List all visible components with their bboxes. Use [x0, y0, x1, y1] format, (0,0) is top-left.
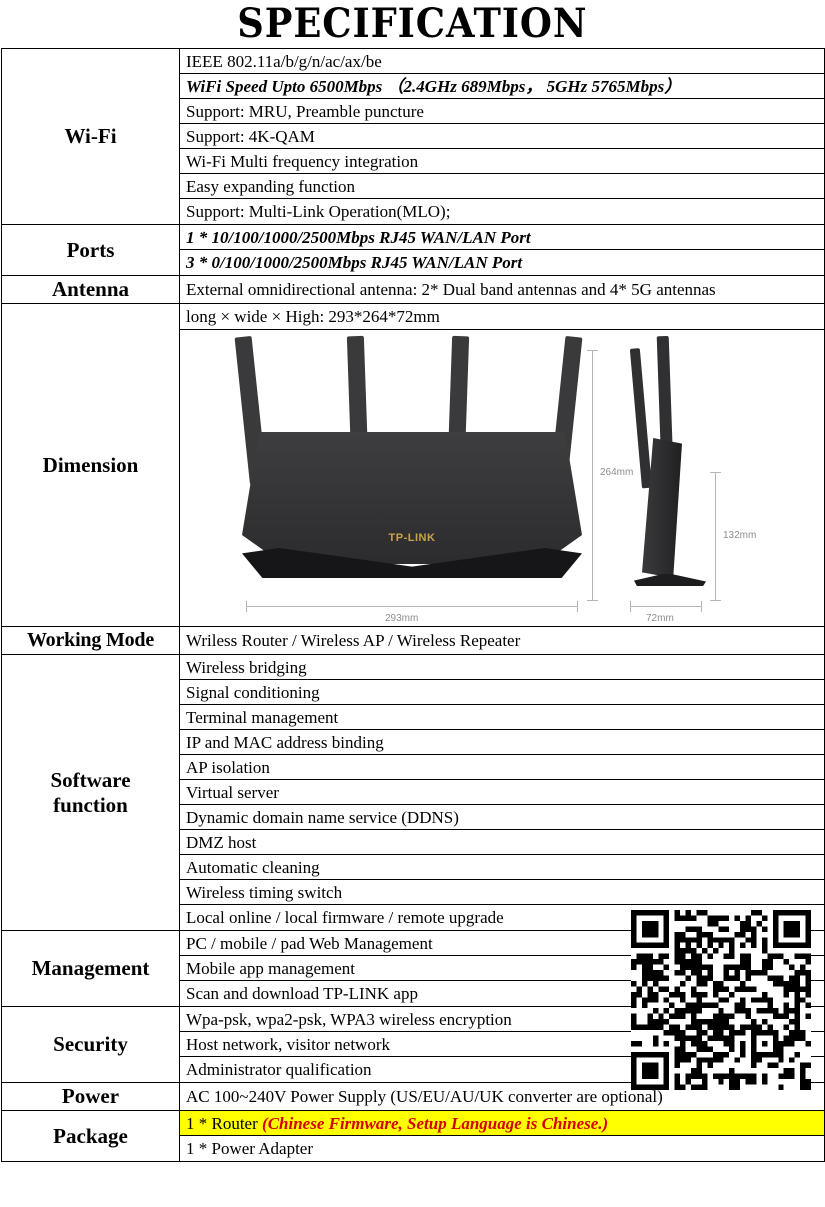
table-row-software-function: Software function Wireless bridging Sign…	[1, 654, 825, 931]
dimension-text: long × wide × High: 293*264*72mm	[180, 304, 824, 330]
list-item: Terminal management	[180, 705, 824, 730]
measure-line-front-width	[246, 606, 578, 607]
list-item: 1 * 10/100/1000/2500Mbps RJ45 WAN/LAN Po…	[180, 225, 824, 250]
qr-code-canvas	[631, 910, 811, 1090]
list-item: Mobile app management	[180, 956, 824, 981]
measure-label-front-width: 293mm	[385, 613, 419, 624]
list-item: AC 100~240V Power Supply (US/EU/AU/UK co…	[186, 1087, 663, 1106]
list-item: Wireless bridging	[180, 655, 824, 680]
measure-line-side-height	[715, 472, 716, 600]
measure-label-side-width: 72mm	[646, 613, 674, 624]
measure-cap	[710, 600, 721, 601]
router-body	[242, 432, 582, 564]
table-row-working-mode: Working Mode Wriless Router / Wireless A…	[1, 626, 825, 655]
list-item: Wriless Router / Wireless AP / Wireless …	[186, 631, 521, 650]
row-label-line1: Software	[50, 768, 131, 793]
row-value-wifi: IEEE 802.11a/b/g/n/ac/ax/be WiFi Speed U…	[179, 48, 825, 225]
table-row-dimension: Dimension long × wide × High: 293*264*72…	[1, 303, 825, 627]
row-label-line2: function	[53, 792, 128, 817]
row-label-ports: Ports	[1, 224, 180, 276]
list-item: External omnidirectional antenna: 2* Dua…	[186, 280, 716, 299]
measure-cap	[577, 601, 578, 612]
row-label-software-function: Software function	[1, 654, 180, 931]
table-row-package: Package 1 * Router (Chinese Firmware, Se…	[1, 1110, 825, 1162]
list-item: Dynamic domain name service (DDNS)	[180, 805, 824, 830]
list-item: Support: MRU, Preamble puncture	[180, 99, 824, 124]
router-stand	[634, 574, 706, 586]
list-item: IP and MAC address binding	[180, 730, 824, 755]
product-dimension-figure: TP-LINK 264mm 293mm	[180, 330, 824, 626]
row-label-working-mode: Working Mode	[1, 626, 180, 655]
row-value-antenna: External omnidirectional antenna: 2* Dua…	[179, 275, 825, 304]
row-value-dimension: long × wide × High: 293*264*72mm	[179, 303, 825, 627]
list-item: Easy expanding function	[180, 174, 824, 199]
table-row-antenna: Antenna External omnidirectional antenna…	[1, 275, 825, 304]
measure-cap	[630, 601, 631, 612]
list-item: Support: Multi-Link Operation(MLO);	[186, 202, 451, 221]
table-row-wifi: Wi-Fi IEEE 802.11a/b/g/n/ac/ax/be WiFi S…	[1, 48, 825, 225]
row-value-ports: 1 * 10/100/1000/2500Mbps RJ45 WAN/LAN Po…	[179, 224, 825, 276]
list-item: Wpa-psk, wpa2-psk, WPA3 wireless encrypt…	[180, 1007, 824, 1032]
package-firmware-note: (Chinese Firmware, Setup Language is Chi…	[262, 1114, 609, 1133]
list-item: Wi-Fi Multi frequency integration	[180, 149, 824, 174]
list-item: PC / mobile / pad Web Management	[180, 931, 824, 956]
table-row-ports: Ports 1 * 10/100/1000/2500Mbps RJ45 WAN/…	[1, 224, 825, 276]
measure-label-front-height: 264mm	[600, 467, 634, 478]
list-item: Support: 4K-QAM	[180, 124, 824, 149]
router-shell	[242, 432, 582, 564]
brand-logo: TP-LINK	[388, 532, 436, 544]
list-item: AP isolation	[180, 755, 824, 780]
list-item-adapter: 1 * Power Adapter	[186, 1139, 314, 1158]
measure-line-front-height	[592, 350, 593, 600]
measure-cap	[587, 600, 598, 601]
list-item: Wireless timing switch	[180, 880, 824, 905]
list-item: Automatic cleaning	[180, 855, 824, 880]
list-item: Administrator qualification	[186, 1060, 372, 1079]
row-value-software-function: Wireless bridging Signal conditioning Te…	[179, 654, 825, 931]
package-router-text: 1 * Router	[186, 1114, 263, 1133]
measure-cap	[246, 601, 247, 612]
page-title: SPECIFICATION	[237, 0, 588, 47]
qr-code[interactable]	[631, 910, 811, 1090]
measure-cap	[710, 472, 721, 473]
list-item-router: 1 * Router (Chinese Firmware, Setup Lang…	[180, 1111, 824, 1136]
page-title-bar: SPECIFICATION	[0, 0, 825, 48]
row-label-package: Package	[1, 1110, 180, 1162]
row-label-management: Management	[1, 930, 180, 1007]
list-item: DMZ host	[180, 830, 824, 855]
router-front-view: TP-LINK	[234, 335, 583, 616]
list-item: Host network, visitor network	[180, 1032, 824, 1057]
row-label-security: Security	[1, 1006, 180, 1083]
list-item: Virtual server	[180, 780, 824, 805]
specification-table: Wi-Fi IEEE 802.11a/b/g/n/ac/ax/be WiFi S…	[1, 48, 825, 1162]
list-item: Signal conditioning	[180, 680, 824, 705]
list-item: Scan and download TP-LINK app	[186, 984, 418, 1003]
list-item: WiFi Speed Upto 6500Mbps （2.4GHz 689Mbps…	[180, 74, 824, 99]
measure-line-side-width	[630, 606, 702, 607]
router-side-view	[620, 335, 740, 616]
list-item: 3 * 0/100/1000/2500Mbps RJ45 WAN/LAN Por…	[186, 253, 523, 272]
row-label-dimension: Dimension	[1, 303, 180, 627]
row-value-package: 1 * Router (Chinese Firmware, Setup Lang…	[179, 1110, 825, 1162]
row-label-power: Power	[1, 1082, 180, 1111]
row-label-antenna: Antenna	[1, 275, 180, 304]
row-value-working-mode: Wriless Router / Wireless AP / Wireless …	[179, 626, 825, 655]
measure-label-side-height: 132mm	[723, 530, 757, 541]
list-item: IEEE 802.11a/b/g/n/ac/ax/be	[180, 49, 824, 74]
measure-cap	[701, 601, 702, 612]
list-item: Local online / local firmware / remote u…	[186, 908, 504, 927]
antenna-icon	[629, 348, 652, 489]
measure-cap	[587, 350, 598, 351]
row-label-wifi: Wi-Fi	[1, 48, 180, 225]
